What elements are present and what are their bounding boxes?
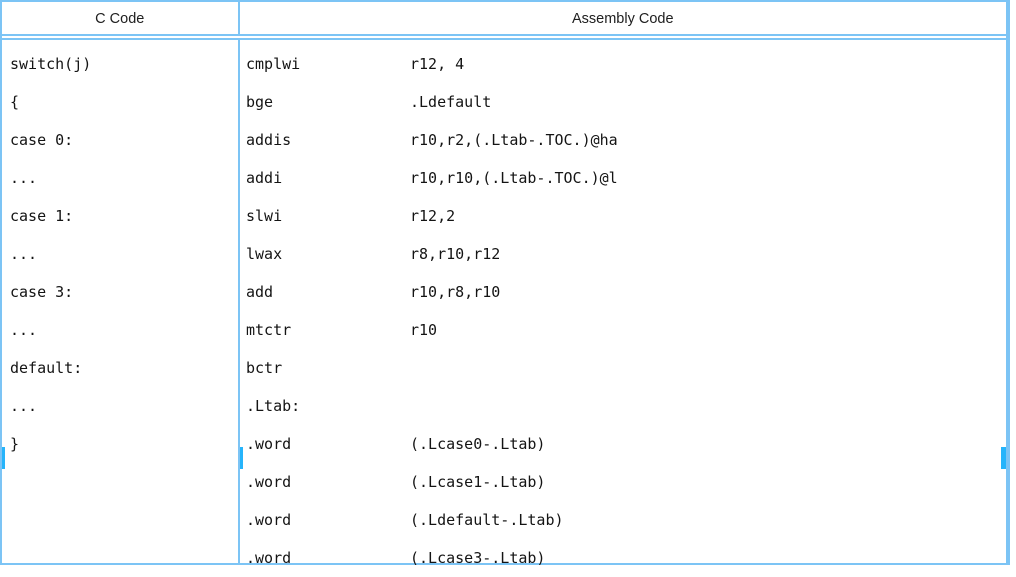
assembly-operands: r10,r2,(.Ltab-.TOC.)@ha (410, 131, 618, 149)
assembly-code-column: cmplwi r12, 4 bge .Ldefault addis r10,r2… (240, 40, 1006, 567)
assembly-operands: r10,r10,(.Ltab-.TOC.)@l (410, 169, 618, 187)
assembly-line: add r10,r8,r10 (240, 273, 1006, 311)
assembly-operands: r10,r8,r10 (410, 283, 501, 301)
column-header-assembly-code: Assembly Code (239, 2, 1006, 36)
assembly-mnemonic: addis (246, 131, 292, 149)
assembly-operands: (.Lcase1-.Ltab) (410, 473, 546, 491)
c-code-line: } (10, 435, 20, 453)
assembly-line: .word (.Lcase1-.Ltab) (240, 463, 1006, 501)
assembly-operands (410, 349, 1006, 387)
c-code-line: default: (10, 359, 83, 377)
assembly-line: .word (.Lcase0-.Ltab) (240, 425, 1006, 463)
c-code-line: ... (10, 397, 38, 415)
table-header-row: C Code Assembly Code (2, 2, 1006, 40)
assembly-mnemonic: .word (246, 511, 292, 529)
c-code-line: switch(j) (10, 55, 92, 73)
c-code-line: { (10, 93, 20, 111)
assembly-mnemonic: addi (246, 169, 283, 187)
assembly-line: addi r10,r10,(.Ltab-.TOC.)@l (240, 159, 1006, 197)
assembly-operands: r12, 4 (410, 55, 465, 73)
assembly-mnemonic: bctr (246, 359, 283, 377)
c-code-line: case 1: (10, 207, 74, 225)
assembly-operands: (.Ldefault-.Ltab) (410, 511, 564, 529)
assembly-label: .Ltab: (246, 397, 301, 415)
assembly-line: lwax r8,r10,r12 (240, 235, 1006, 273)
assembly-line: bge .Ldefault (240, 83, 1006, 121)
assembly-mnemonic: slwi (246, 207, 283, 225)
assembly-mnemonic: cmplwi (246, 55, 301, 73)
assembly-mnemonic: .word (246, 435, 292, 453)
table-body: switch(j) { case 0: ... case 1: ... case… (2, 40, 1006, 567)
assembly-mnemonic: bge (246, 93, 274, 111)
assembly-operands: (.Lcase3-.Ltab) (410, 549, 546, 567)
c-code-column: switch(j) { case 0: ... case 1: ... case… (2, 40, 240, 563)
assembly-mnemonic: .word (246, 473, 292, 491)
assembly-line: bctr (240, 349, 1006, 387)
c-code-line: case 0: (10, 131, 74, 149)
assembly-line: slwi r12,2 (240, 197, 1006, 235)
c-code-line (2, 539, 238, 577)
assembly-line: addis r10,r2,(.Ltab-.TOC.)@ha (240, 121, 1006, 159)
assembly-mnemonic: .word (246, 549, 292, 567)
c-code-lines: switch(j) { case 0: ... case 1: ... case… (2, 40, 238, 563)
c-code-line (2, 463, 238, 501)
assembly-mnemonic: lwax (246, 245, 283, 263)
c-code-line: ... (10, 245, 38, 263)
assembly-operands: (.Lcase0-.Ltab) (410, 435, 546, 453)
assembly-line: .word (.Ldefault-.Ltab) (240, 501, 1006, 539)
assembly-operands: r12,2 (410, 207, 456, 225)
c-code-line: ... (10, 169, 38, 187)
assembly-mnemonic: add (246, 283, 274, 301)
assembly-code-lines: cmplwi r12, 4 bge .Ldefault addis r10,r2… (240, 40, 1006, 567)
assembly-line: .Ltab: (240, 387, 1006, 425)
c-code-line (2, 501, 238, 539)
c-code-line: case 3: (10, 283, 74, 301)
assembly-line: .word (.Lcase3-.Ltab) (240, 539, 1006, 577)
c-code-line: ... (10, 321, 38, 339)
assembly-line: cmplwi r12, 4 (240, 45, 1006, 83)
assembly-operands (410, 387, 1006, 425)
column-header-c-code: C Code (2, 2, 240, 36)
code-comparison-table: C Code Assembly Code switch(j) { case 0:… (0, 0, 1010, 567)
assembly-line: mtctr r10 (240, 311, 1006, 349)
assembly-operands: r10 (410, 321, 438, 339)
assembly-operands: r8,r10,r12 (410, 245, 501, 263)
assembly-mnemonic: mtctr (246, 321, 292, 339)
assembly-operands: .Ldefault (410, 93, 492, 111)
